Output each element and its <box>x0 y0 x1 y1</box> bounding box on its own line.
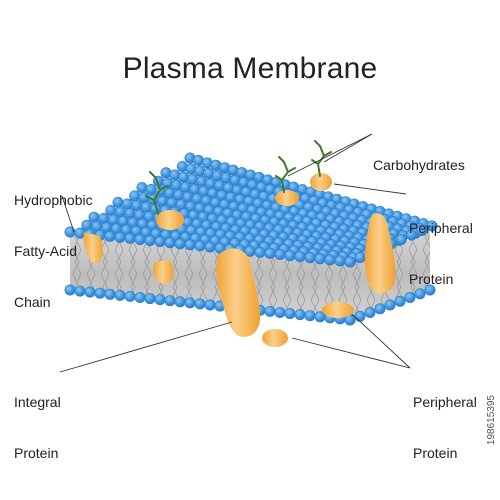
phospholipid-head-icon <box>164 295 176 307</box>
label-carbohydrates: Carbohydrates <box>373 123 465 191</box>
phospholipid-head-icon <box>171 179 183 191</box>
phospholipid-head-icon <box>124 232 136 244</box>
phospholipid-head-icon <box>294 309 306 321</box>
carbohydrate-chain-icon <box>311 140 332 177</box>
protein-icon <box>153 260 174 285</box>
protein-icon <box>156 210 184 230</box>
phospholipid-head-icon <box>114 289 126 301</box>
phospholipid-head-icon <box>124 290 136 302</box>
phospholipid-head-icon <box>194 298 206 310</box>
phospholipid-head-icon <box>274 306 286 318</box>
label-integral-protein: Integral Protein <box>14 360 61 479</box>
phospholipid-head-icon <box>204 241 216 253</box>
label-line: Chain <box>14 294 51 310</box>
phospholipid-head-icon <box>154 294 166 306</box>
phospholipid-head-icon <box>354 252 366 264</box>
carbohydrate-group <box>145 140 332 215</box>
protein-icon <box>216 248 261 337</box>
protein-group <box>83 173 396 347</box>
phospholipid-head-icon <box>314 253 326 265</box>
phospholipid-head-icon <box>424 284 436 296</box>
phospholipid-head-icon <box>104 230 116 242</box>
phospholipid-head-icon <box>129 190 141 202</box>
phospholipid-head-icon <box>405 229 417 241</box>
label-line: Protein <box>413 445 458 461</box>
phospholipid-head-icon <box>426 220 438 232</box>
phospholipid-head-icon <box>174 296 186 308</box>
phospholipid-head-icon <box>174 238 186 250</box>
phospholipid-head-icon <box>184 297 196 309</box>
phospholipid-head-icon <box>264 305 276 317</box>
protein-icon <box>364 213 396 294</box>
phospholipid-head-icon <box>94 287 106 299</box>
phospholipid-head-icon <box>105 205 117 217</box>
label-line: Integral <box>14 394 61 410</box>
phospholipid-head-icon <box>134 291 146 303</box>
phospholipid-head-icon <box>344 256 356 268</box>
carbohydrate-chain-icon <box>145 171 169 215</box>
phospholipid-head-icon <box>144 235 156 247</box>
phospholipid-head-icon <box>145 184 157 196</box>
phospholipid-head-icon <box>187 173 199 185</box>
phospholipid-head-icon <box>404 291 416 303</box>
phospholipid-head-icon <box>154 236 166 248</box>
phospholipid-head-icon <box>284 308 296 320</box>
protein-icon <box>322 302 354 318</box>
label-line: Fatty-Acid <box>14 243 78 259</box>
label-line: Peripheral <box>413 394 477 410</box>
phospholipid-head-icon <box>204 299 216 311</box>
protein-icon <box>262 329 288 347</box>
phospholipid-head-icon <box>294 251 306 263</box>
phospholipid-head-icon <box>264 247 276 259</box>
phospholipid-head-icon <box>364 306 376 318</box>
phospholipid-head-icon <box>184 239 196 251</box>
phospholipid-head-icon <box>164 237 176 249</box>
phospholipid-head-icon <box>416 225 428 237</box>
phospholipid-head-icon <box>136 182 148 194</box>
phospholipid-head-icon <box>274 249 286 261</box>
leader-lines <box>59 133 411 373</box>
label-peripheral-protein-top: Peripheral Protein <box>409 186 473 305</box>
label-peripheral-protein-bottom: Peripheral Protein <box>413 360 477 479</box>
phospholipid-head-icon <box>395 234 407 246</box>
phospholipid-head-icon <box>324 254 336 266</box>
protein-icon <box>310 173 332 191</box>
protein-icon <box>83 232 103 264</box>
phospholipid-head-icon <box>284 250 296 262</box>
phospholipid-head-icon <box>104 288 116 300</box>
protein-icon <box>275 190 299 206</box>
phospholipid-head-icon <box>134 234 146 246</box>
label-line: Protein <box>409 271 454 287</box>
page-title: Plasma Membrane <box>122 52 378 85</box>
phospholipid-head-icon <box>114 231 126 243</box>
watermark-id: 198615395 <box>486 395 497 446</box>
phospholipid-head-icon <box>122 198 134 210</box>
phospholipid-head-icon <box>354 310 366 322</box>
label-line: Protein <box>14 445 59 461</box>
phospholipid-head-icon <box>144 293 156 305</box>
label-line: Carbohydrates <box>373 157 465 173</box>
phospholipid-head-icon <box>112 196 124 208</box>
phospholipid-head-icon <box>334 255 346 267</box>
label-hydrophobic-chain: Hydrophobic Fatty-Acid Chain <box>14 158 93 328</box>
phospholipid-head-icon <box>414 288 426 300</box>
phospholipid-head-icon <box>394 295 406 307</box>
label-line: Peripheral <box>409 220 473 236</box>
phospholipid-head-icon <box>194 240 206 252</box>
label-line: Hydrophobic <box>14 192 93 208</box>
phospholipid-head-icon <box>374 303 386 315</box>
phospholipid-head-icon <box>384 299 396 311</box>
carbohydrate-chain-icon <box>275 156 296 193</box>
phospholipid-head-icon <box>304 310 316 322</box>
phospholipid-head-icon <box>254 246 266 258</box>
phospholipid-head-icon <box>304 252 316 264</box>
